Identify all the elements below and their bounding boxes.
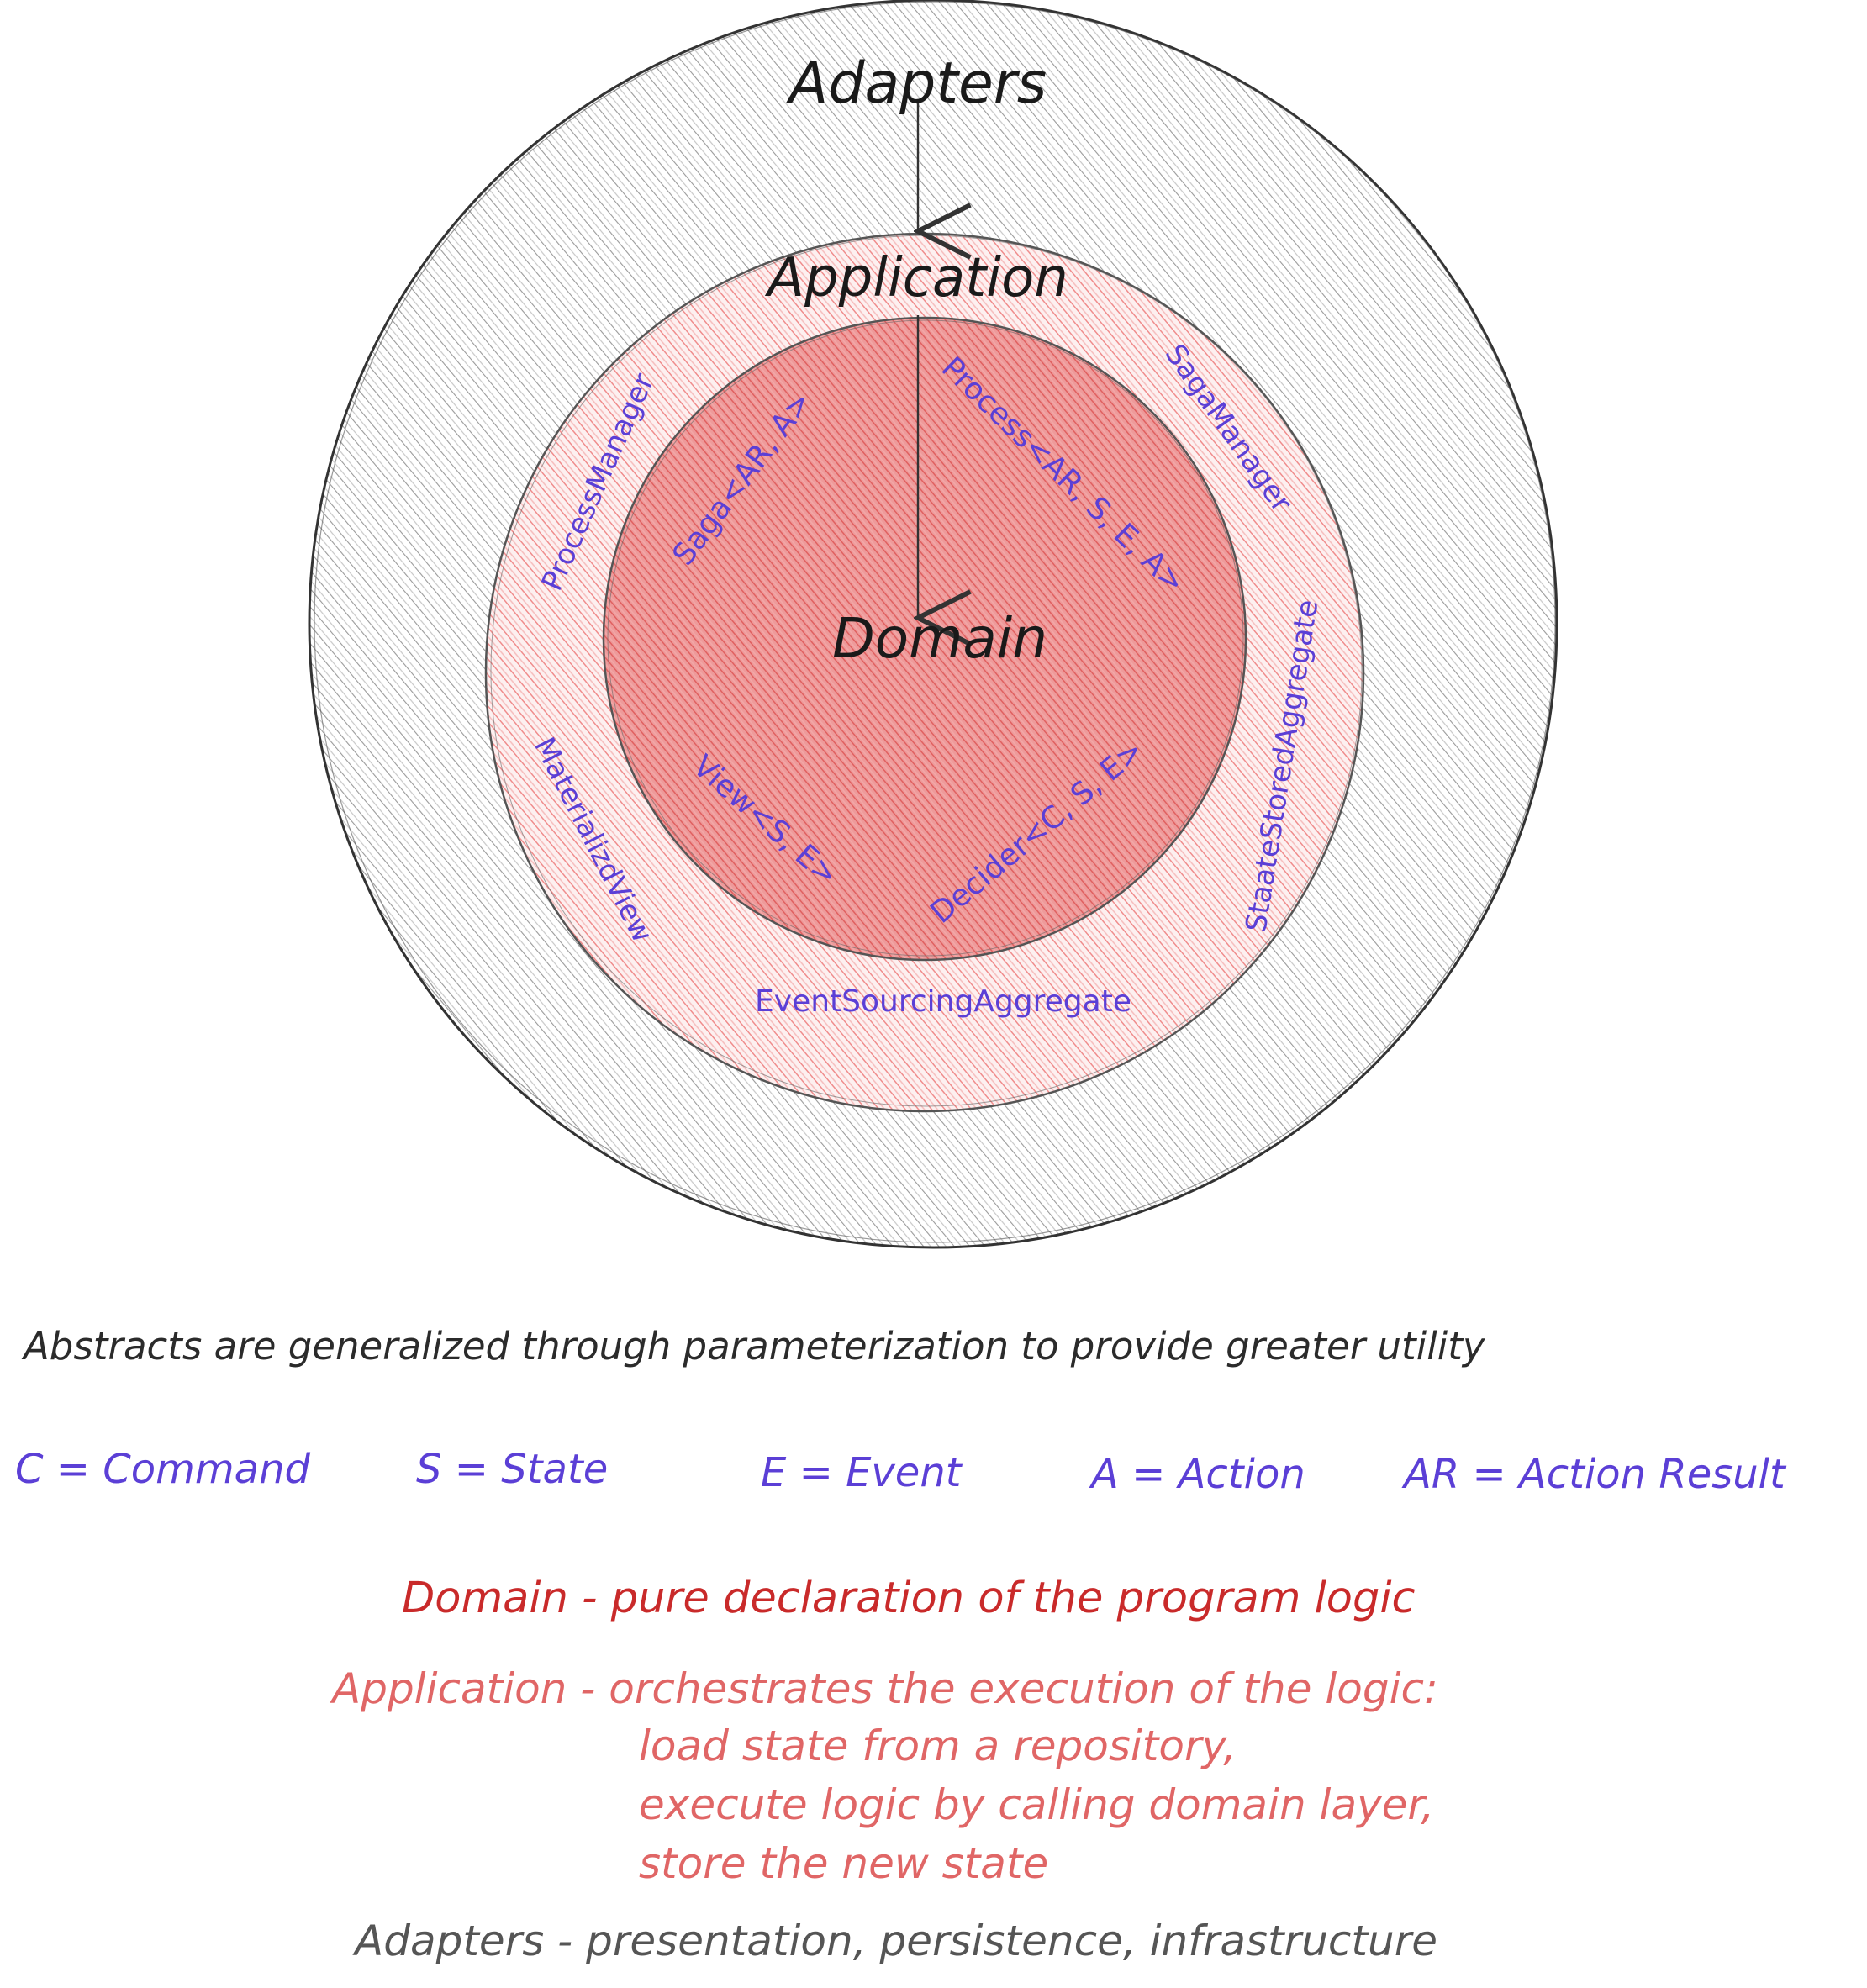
adapters-title: Adapters	[786, 50, 1047, 117]
domain-title: Domain	[832, 606, 1047, 671]
application-step-store: store the new state	[639, 1839, 1049, 1888]
application-title: Application	[764, 247, 1068, 309]
abstracts-note: Abstracts are generalized through parame…	[24, 1324, 1485, 1368]
adapters-description: Adapters - presentation, persistence, in…	[355, 1917, 1438, 1965]
legend-action: A = Action	[1091, 1451, 1305, 1498]
event-sourcing-aggregate-label: EventSourcingAggregate	[755, 984, 1131, 1019]
legend-command: C = Command	[15, 1446, 310, 1493]
layers-diagram: Adapters Application Domain ProcessManag…	[308, 0, 1558, 1249]
application-step-load: load state from a repository,	[639, 1722, 1237, 1770]
legend-event: E = Event	[761, 1449, 962, 1496]
legend: C = Command S = State E = Event A = Acti…	[0, 1446, 1867, 1513]
application-step-execute: execute logic by calling domain layer,	[639, 1780, 1435, 1829]
legend-action-result: AR = Action Result	[1404, 1451, 1785, 1498]
application-description: Application - orchestrates the execution…	[332, 1664, 1438, 1713]
legend-state: S = State	[416, 1446, 609, 1493]
domain-description: Domain - pure declaration of the program…	[402, 1574, 1416, 1623]
